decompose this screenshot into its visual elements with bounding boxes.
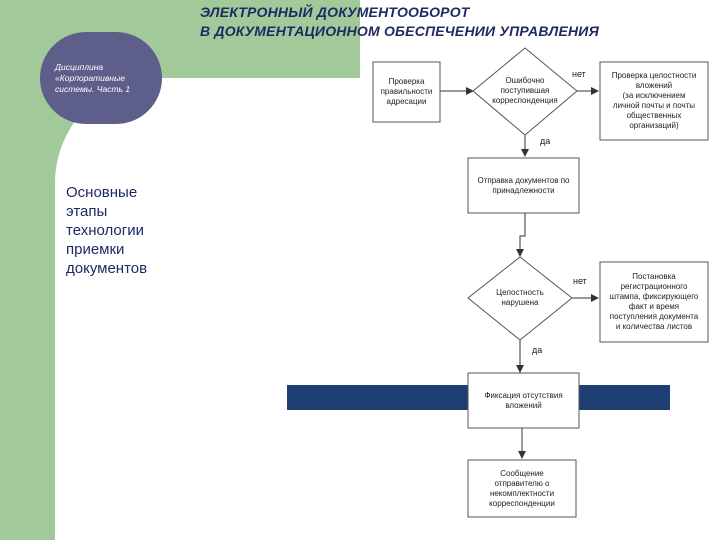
slide-subtitle: Основные этапы технологии приемки докуме… [66,184,148,277]
node-fix-missing-box [467,372,580,429]
page-title-line-2: В ДОКУМЕНТАЦИОННОМ ОБЕСПЕЧЕНИИ УПРАВЛЕНИ… [200,23,599,39]
node-forward-box [467,157,580,214]
node-check-address: Проверка правильности адресации [380,77,433,106]
node-integrity-check: Проверка целостности вложений (за исключ… [611,71,697,130]
node-integrity-broken-diamond [467,256,573,341]
node-wrong-delivery: Ошибочно поступившая корреспонденция [492,76,558,105]
node-integrity-check-box [599,61,709,141]
discipline-badge: Дисциплина «Корпоративные системы. Часть… [40,32,162,124]
node-integrity-broken: Целостность нарушена [496,288,544,307]
discipline-text: Дисциплина «Корпоративные системы. Часть… [55,61,131,94]
edge-forward-to-integrity-broken [516,213,526,257]
white-content-area [55,78,415,540]
edge-label-no-1: нет [572,69,586,79]
page-title: ЭЛЕКТРОННЫЙ ДОКУМЕНТООБОРОТ В ДОКУМЕНТАЦ… [200,3,700,41]
node-wrong-delivery-diamond [472,47,578,136]
edge-label-yes-2: да [532,345,543,355]
node-stamp: Постановка регистрационного штампа, фикс… [609,272,699,331]
node-stamp-box [599,261,709,343]
edge-label-yes-1: да [540,136,551,146]
node-fix-missing: Фиксация отсутствия вложений [484,390,563,410]
node-notify-box [467,459,577,518]
edge-label-no-2: нет [573,276,587,286]
node-forward: Отправка документов по принадлежности [477,175,570,195]
node-notify-sender: Сообщение отправителю о некомплектности … [489,468,555,508]
page-title-line-1: ЭЛЕКТРОННЫЙ ДОКУМЕНТООБОРОТ [200,4,470,20]
node-check-address-box [372,61,441,123]
